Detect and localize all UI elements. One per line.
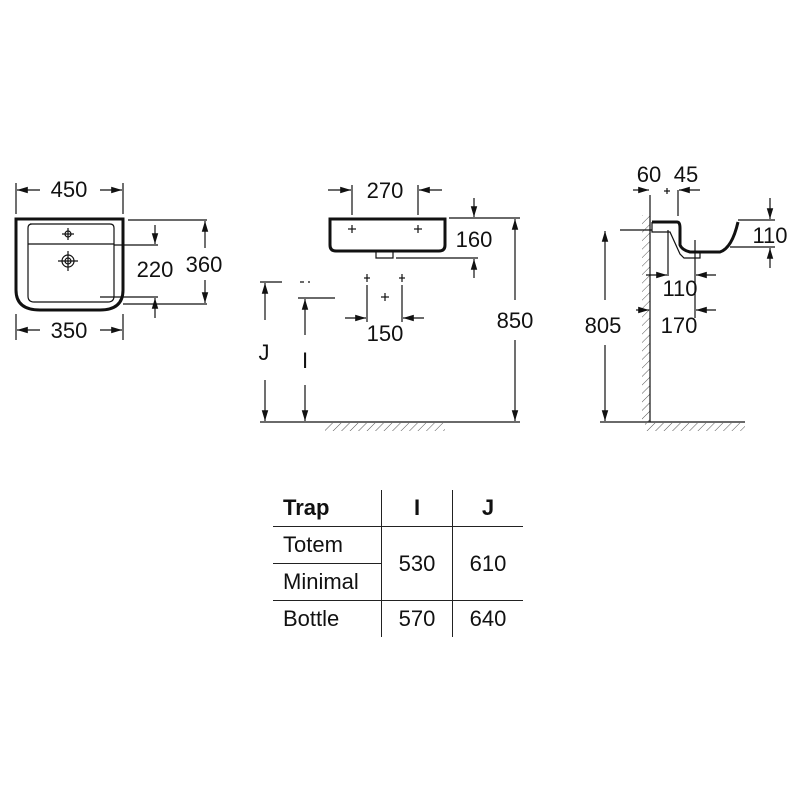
value-j: 640 xyxy=(452,600,523,637)
dim-450: 450 xyxy=(51,177,88,202)
value-i: 530 xyxy=(381,526,453,601)
table-header-row: Trap I J xyxy=(273,490,523,527)
dim-220: 220 xyxy=(137,257,174,282)
header-i: I xyxy=(381,490,453,527)
side-view: 110 60 45 110 170 805 xyxy=(585,162,788,431)
trap-name: Minimal xyxy=(273,563,382,601)
front-view: 450 350 220 360 xyxy=(14,177,223,343)
floor-hatch xyxy=(325,423,445,431)
dim-170: 170 xyxy=(661,313,698,338)
dim-850: 850 xyxy=(497,308,534,333)
table-row: Totem 530 610 xyxy=(273,526,523,601)
value-j: 610 xyxy=(452,526,523,601)
dim-150: 150 xyxy=(367,321,404,346)
dim-160: 160 xyxy=(456,227,493,252)
trap-name: Totem xyxy=(273,526,382,564)
trap-table: Trap I J Totem 530 610 Minimal Bottle 57… xyxy=(273,490,523,637)
dim-350: 350 xyxy=(51,318,88,343)
dim-60: 60 xyxy=(637,162,661,187)
dim-360: 360 xyxy=(186,252,223,277)
dim-110-rim: 110 xyxy=(752,223,787,248)
dim-45: 45 xyxy=(674,162,698,187)
dim-270: 270 xyxy=(367,178,404,203)
trap-name: Bottle xyxy=(273,600,382,637)
dim-j: J xyxy=(259,340,270,365)
table-row: Bottle 570 640 xyxy=(273,600,523,637)
dim-110-waste: 110 xyxy=(662,276,697,301)
elevation-view: 270 160 850 150 J I xyxy=(259,178,534,431)
header-j: J xyxy=(452,490,523,527)
wall-hatch xyxy=(642,215,650,422)
dim-i: I xyxy=(302,348,308,373)
value-i: 570 xyxy=(381,600,453,637)
dim-805: 805 xyxy=(585,313,622,338)
table-row: Minimal xyxy=(273,563,523,601)
header-trap: Trap xyxy=(273,490,382,527)
